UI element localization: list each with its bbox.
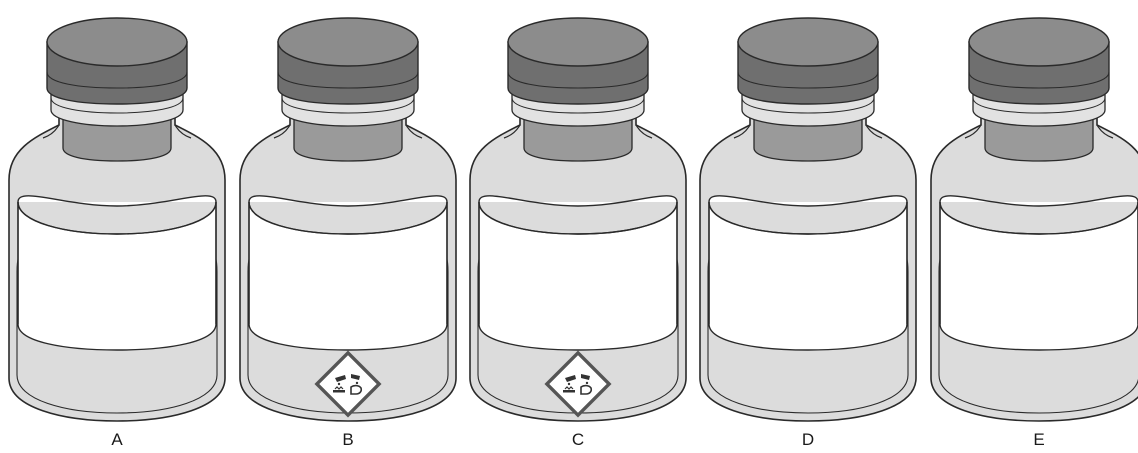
bottle-letter-a: A bbox=[3, 430, 231, 450]
bottle-letter-b: B bbox=[234, 430, 462, 450]
bottle-letter-c: C bbox=[464, 430, 692, 450]
bottle-letter-e: E bbox=[925, 430, 1138, 450]
bottle-cap-top bbox=[969, 18, 1109, 66]
bottle-cap-top bbox=[278, 18, 418, 66]
bottle-e bbox=[925, 0, 1138, 453]
bottle-cap-top bbox=[738, 18, 878, 66]
bottle-cap-top bbox=[47, 18, 187, 66]
bottle-letter-d: D bbox=[694, 430, 922, 450]
bottle-a bbox=[3, 0, 231, 453]
bottle-d bbox=[694, 0, 922, 453]
bottle-cap-top bbox=[508, 18, 648, 66]
bottle-c bbox=[464, 0, 692, 453]
bottle-b bbox=[234, 0, 462, 453]
